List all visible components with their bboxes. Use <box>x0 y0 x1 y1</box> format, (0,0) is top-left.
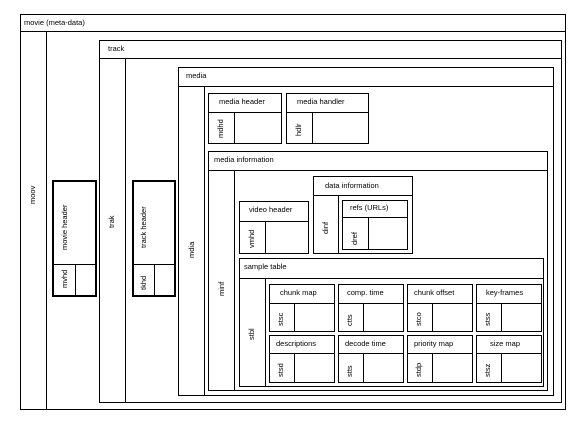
chunk-offset-tag-divider <box>432 303 433 332</box>
track-title: track <box>108 44 125 53</box>
decode-time-tag-divider <box>363 353 364 383</box>
key-frames-divider <box>476 303 542 304</box>
descriptions-divider <box>269 353 335 354</box>
moov-header-line <box>20 31 566 32</box>
movie-header-label: movie header <box>60 204 69 250</box>
decode-time-divider <box>338 353 404 354</box>
track-side-label: trak <box>107 215 116 228</box>
size-map-label: size map <box>490 339 521 348</box>
chunk-map-tag: stsc <box>276 312 285 326</box>
track-side-line <box>125 58 126 403</box>
media-header-box <box>208 93 282 144</box>
decode-time-box <box>338 335 404 383</box>
descriptions-tag: stsd <box>276 363 285 377</box>
chunk-offset-tag: stco <box>414 312 423 326</box>
data-information-title: data information <box>325 181 379 190</box>
media-side-line <box>204 86 205 396</box>
media-header-label: media header <box>219 97 265 106</box>
media-information-side-line <box>234 170 235 391</box>
comp-time-tag-divider <box>363 303 364 332</box>
refs-tag: dref <box>350 232 359 245</box>
sample-table-side-label: stbl <box>247 328 256 340</box>
sample-table-title: sample table <box>244 262 287 271</box>
media-title: media <box>186 71 207 80</box>
priority-map-tag-divider <box>432 353 433 383</box>
media-handler-tag-divider <box>312 112 313 144</box>
chunk-map-divider <box>269 303 335 304</box>
key-frames-tag-divider <box>501 303 502 332</box>
media-information-title: media information <box>214 155 274 164</box>
priority-map-label: priority map <box>414 339 454 348</box>
refs-box <box>342 200 408 250</box>
priority-map-box <box>407 335 473 383</box>
key-frames-tag: stss <box>483 312 492 326</box>
track-header-tag: tkhd <box>139 275 148 290</box>
refs-tag-divider <box>368 217 369 250</box>
size-map-divider <box>476 353 542 354</box>
size-map-box <box>476 335 542 383</box>
moov-side-line <box>46 31 47 410</box>
chunk-map-box <box>269 284 335 332</box>
decode-time-label: decode time <box>345 339 386 348</box>
movie-header-tag-divider <box>75 265 76 296</box>
descriptions-tag-divider <box>294 353 295 383</box>
chunk-map-label: chunk map <box>280 288 317 297</box>
sample-table-side-line <box>265 278 266 387</box>
track-header-divider <box>133 264 175 265</box>
descriptions-label: descriptions <box>276 339 317 348</box>
comp-time-divider <box>338 303 404 304</box>
chunk-offset-label: chunk offset <box>414 288 455 297</box>
media-handler-tag: hdlr <box>294 123 303 136</box>
track-header-line <box>99 58 562 59</box>
media-handler-box <box>286 93 369 144</box>
key-frames-label: key-frames <box>486 288 524 297</box>
comp-time-box <box>338 284 404 332</box>
media-handler-label: media handler <box>297 97 345 106</box>
refs-divider <box>342 217 408 218</box>
decode-time-tag: stts <box>345 365 354 377</box>
size-map-tag: stsz <box>483 363 492 377</box>
moov-title: movie (meta-data) <box>24 18 85 27</box>
video-header-box <box>239 201 309 254</box>
video-header-tag: vmhd <box>247 229 256 248</box>
media-header-tag-divider <box>234 112 235 144</box>
media-handler-divider <box>286 112 369 113</box>
priority-map-divider <box>407 353 473 354</box>
media-header-line <box>178 86 554 87</box>
video-header-divider <box>239 221 309 222</box>
data-information-side-line <box>338 195 339 254</box>
track-header-box <box>132 180 176 297</box>
data-information-side-label: dinf <box>321 221 330 234</box>
media-header-tag: mdhd <box>216 119 225 138</box>
video-header-tag-divider <box>265 221 266 254</box>
track-header-label: track header <box>139 206 148 248</box>
moov-side-label: moov <box>28 185 37 204</box>
movie-header-box <box>52 180 97 297</box>
refs-label: refs (URLs) <box>350 203 389 212</box>
size-map-tag-divider <box>501 353 502 383</box>
track-header-tag-divider <box>154 265 155 296</box>
descriptions-box <box>269 335 335 383</box>
media-header-divider <box>208 112 282 113</box>
media-side-label: mdia <box>187 241 196 258</box>
key-frames-box <box>476 284 542 332</box>
chunk-map-tag-divider <box>294 303 295 332</box>
movie-header-tag: mvhd <box>60 269 69 288</box>
sample-table-header-line <box>239 278 544 279</box>
comp-time-label: comp. time <box>347 288 384 297</box>
media-information-header-line <box>208 170 548 171</box>
data-information-header-line <box>313 195 413 196</box>
priority-map-tag: stdp <box>414 362 423 377</box>
media-information-side-label: minf <box>217 281 226 296</box>
video-header-label: video header <box>249 205 293 214</box>
chunk-offset-divider <box>407 303 473 304</box>
comp-time-tag: ctts <box>345 314 354 326</box>
chunk-offset-box <box>407 284 473 332</box>
movie-header-divider <box>53 264 96 265</box>
